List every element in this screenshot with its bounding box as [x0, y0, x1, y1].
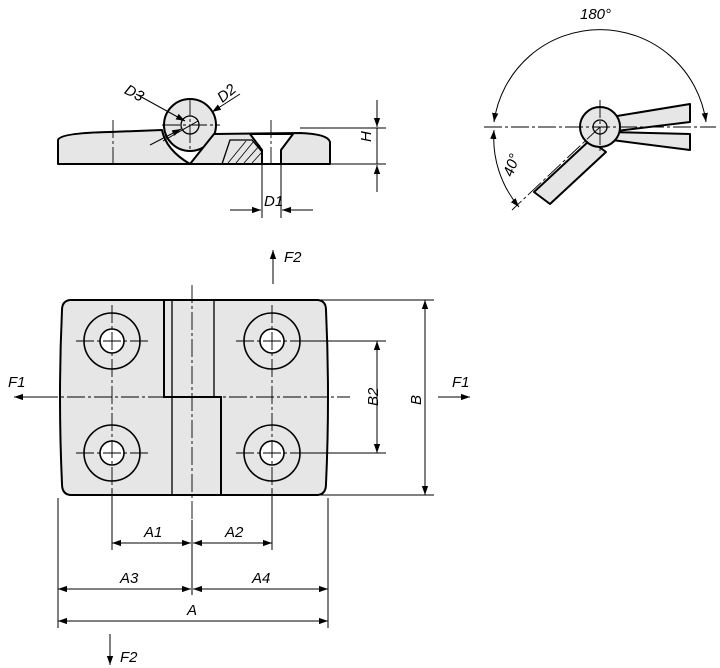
label-b: B: [408, 395, 425, 405]
label-f2-bottom: F2: [120, 649, 138, 666]
label-a: A: [186, 602, 197, 619]
label-f1-right: F1: [452, 374, 470, 391]
side-hatching: [221, 139, 263, 165]
label-h: H: [358, 131, 375, 142]
dimension-lines: A1 A2 A3 A4 A B2 B: [57, 299, 434, 628]
open-closing-leaf: [533, 139, 607, 205]
label-a4: A4: [251, 570, 270, 587]
label-f2-top: F2: [284, 249, 302, 266]
label-angle-close: 40°: [500, 152, 524, 179]
label-a1: A1: [143, 524, 162, 541]
label-a2: A2: [224, 524, 244, 541]
opening-angle-view: 180° 40°: [484, 6, 716, 211]
label-angle-open: 180°: [580, 6, 611, 23]
side-left-leaf: [57, 129, 191, 165]
label-d1: D1: [264, 193, 283, 210]
force-arrows: F2 F2 F1 F1: [8, 249, 470, 666]
label-d3: D3: [122, 81, 147, 105]
label-d2: D2: [214, 80, 240, 106]
label-b2: B2: [365, 387, 382, 406]
front-view: [40, 285, 350, 520]
side-section-view: D3 D2 H D1: [57, 80, 386, 218]
open-lower-leaf: [607, 131, 691, 151]
label-f1-left: F1: [8, 374, 26, 391]
label-a3: A3: [119, 570, 139, 587]
